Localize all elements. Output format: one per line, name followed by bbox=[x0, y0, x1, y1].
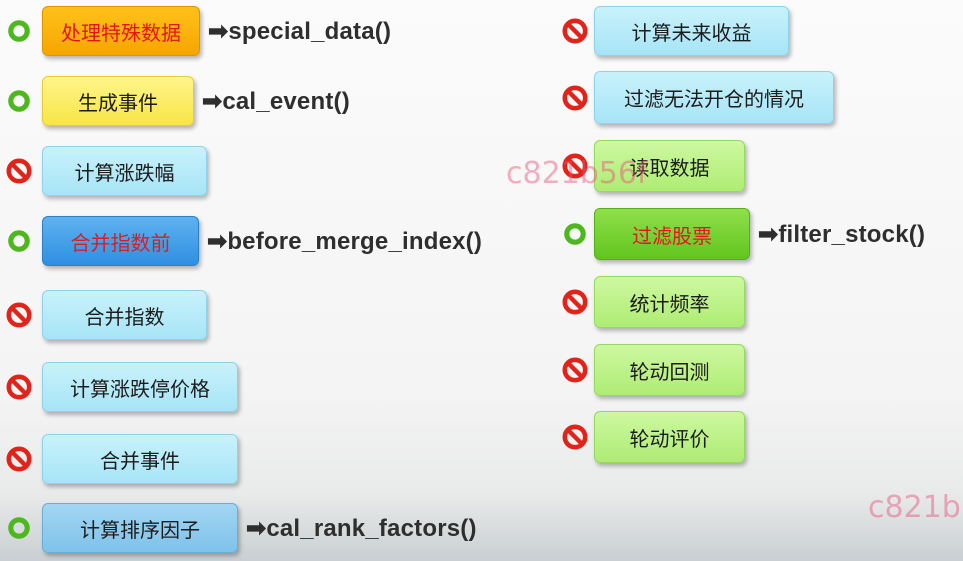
step-box: 读取数据 bbox=[594, 140, 745, 192]
step-label: 过滤无法开仓的情况 bbox=[624, 87, 804, 111]
no-entry-icon-svg bbox=[6, 374, 32, 400]
no-entry-icon bbox=[6, 302, 32, 328]
watermark-text: c821b56f bbox=[506, 156, 648, 191]
no-entry-icon-svg bbox=[6, 158, 32, 184]
no-entry-icon bbox=[562, 85, 588, 111]
green-ring-icon bbox=[6, 228, 32, 254]
function-name: before_merge_index() bbox=[227, 227, 483, 255]
step-row: 计算未来收益 bbox=[562, 6, 789, 56]
step-row: 合并事件 bbox=[6, 434, 238, 484]
step-row: 合并指数 bbox=[6, 290, 207, 340]
step-box: 合并事件 bbox=[42, 434, 238, 484]
step-label: 轮动评价 bbox=[629, 426, 710, 451]
function-name: special_data() bbox=[228, 17, 392, 45]
no-entry-icon bbox=[6, 158, 32, 184]
step-box: 计算涨跌幅 bbox=[42, 146, 207, 196]
step-box: 计算排序因子 bbox=[42, 503, 238, 553]
no-entry-icon-svg bbox=[562, 357, 588, 383]
arrow-icon: ➡ bbox=[202, 87, 223, 115]
step-row: 计算排序因子 ➡cal_rank_factors() bbox=[6, 503, 477, 553]
step-label: 计算未来收益 bbox=[631, 20, 752, 45]
step-row: 生成事件 ➡cal_event() bbox=[6, 76, 350, 126]
step-row: 轮动回测 bbox=[562, 344, 745, 396]
no-entry-icon-svg bbox=[562, 85, 588, 110]
step-label: 合并指数 bbox=[84, 304, 165, 329]
no-entry-icon bbox=[562, 153, 588, 179]
arrow-icon: ➡ bbox=[758, 220, 779, 248]
no-entry-icon bbox=[6, 374, 32, 400]
no-entry-icon bbox=[6, 446, 32, 472]
no-entry-icon bbox=[562, 289, 588, 315]
no-entry-icon-svg bbox=[6, 446, 32, 472]
watermark-text-corner: c821b bbox=[868, 490, 961, 525]
step-box: 生成事件 bbox=[42, 76, 194, 126]
function-annotation: ➡cal_event() bbox=[202, 87, 350, 116]
green-ring-icon bbox=[6, 515, 32, 541]
no-entry-icon-svg bbox=[6, 302, 32, 328]
step-row: 处理特殊数据 ➡special_data() bbox=[6, 6, 391, 56]
step-label: 合并事件 bbox=[100, 448, 180, 473]
step-box: 统计频率 bbox=[594, 276, 745, 328]
step-label: 生成事件 bbox=[78, 90, 158, 115]
function-name: cal_event() bbox=[222, 87, 350, 115]
step-row: 合并指数前 ➡before_merge_index() bbox=[6, 216, 482, 266]
green-ring-icon-svg bbox=[8, 230, 30, 252]
step-label: 计算排序因子 bbox=[80, 517, 200, 542]
step-label: 计算涨跌停价格 bbox=[70, 376, 210, 401]
step-label: 读取数据 bbox=[629, 155, 710, 180]
function-annotation: ➡special_data() bbox=[208, 17, 391, 46]
step-box: 轮动回测 bbox=[594, 344, 745, 396]
function-annotation: ➡filter_stock() bbox=[758, 220, 925, 249]
step-label: 统计频率 bbox=[629, 291, 710, 316]
no-entry-icon bbox=[562, 357, 588, 383]
no-entry-icon bbox=[562, 18, 588, 44]
step-label: 计算涨跌幅 bbox=[74, 160, 175, 185]
step-row: 轮动评价 bbox=[562, 411, 745, 463]
step-box: 计算未来收益 bbox=[594, 6, 789, 56]
step-box: 合并指数 bbox=[42, 290, 207, 340]
step-box: 过滤股票 bbox=[594, 208, 750, 260]
step-row: 过滤股票 ➡filter_stock() bbox=[562, 208, 925, 260]
function-name: cal_rank_factors() bbox=[266, 514, 477, 542]
step-label: 处理特殊数据 bbox=[61, 20, 181, 45]
green-ring-icon bbox=[6, 18, 32, 44]
no-entry-icon-svg bbox=[562, 424, 588, 450]
no-entry-icon-svg bbox=[562, 18, 588, 44]
arrow-icon: ➡ bbox=[208, 17, 229, 45]
green-ring-icon-svg bbox=[8, 90, 30, 112]
step-row: 过滤无法开仓的情况 bbox=[562, 71, 834, 124]
step-row: 统计频率 bbox=[562, 276, 745, 328]
green-ring-icon-svg bbox=[564, 223, 586, 245]
arrow-icon: ➡ bbox=[246, 514, 267, 542]
step-row: 计算涨跌停价格 bbox=[6, 362, 238, 412]
step-box: 计算涨跌停价格 bbox=[42, 362, 238, 412]
green-ring-icon-svg bbox=[8, 517, 30, 539]
no-entry-icon-svg bbox=[562, 289, 588, 315]
step-box: 轮动评价 bbox=[594, 411, 745, 463]
no-entry-icon bbox=[562, 424, 588, 450]
step-row: 计算涨跌幅 bbox=[6, 146, 207, 196]
step-box: 合并指数前 bbox=[42, 216, 199, 266]
function-name: filter_stock() bbox=[778, 220, 926, 248]
function-annotation: ➡cal_rank_factors() bbox=[246, 514, 477, 543]
step-label: 轮动回测 bbox=[629, 359, 710, 384]
step-label: 合并指数前 bbox=[70, 230, 171, 255]
green-ring-icon bbox=[6, 88, 32, 114]
no-entry-icon-svg bbox=[562, 153, 588, 179]
green-ring-icon-svg bbox=[8, 20, 30, 42]
step-label: 过滤股票 bbox=[632, 223, 712, 248]
green-ring-icon bbox=[562, 221, 588, 247]
step-box: 过滤无法开仓的情况 bbox=[594, 71, 834, 124]
step-row: 读取数据 bbox=[562, 140, 745, 192]
arrow-icon: ➡ bbox=[207, 227, 228, 255]
function-annotation: ➡before_merge_index() bbox=[207, 227, 482, 256]
step-box: 处理特殊数据 bbox=[42, 6, 200, 56]
